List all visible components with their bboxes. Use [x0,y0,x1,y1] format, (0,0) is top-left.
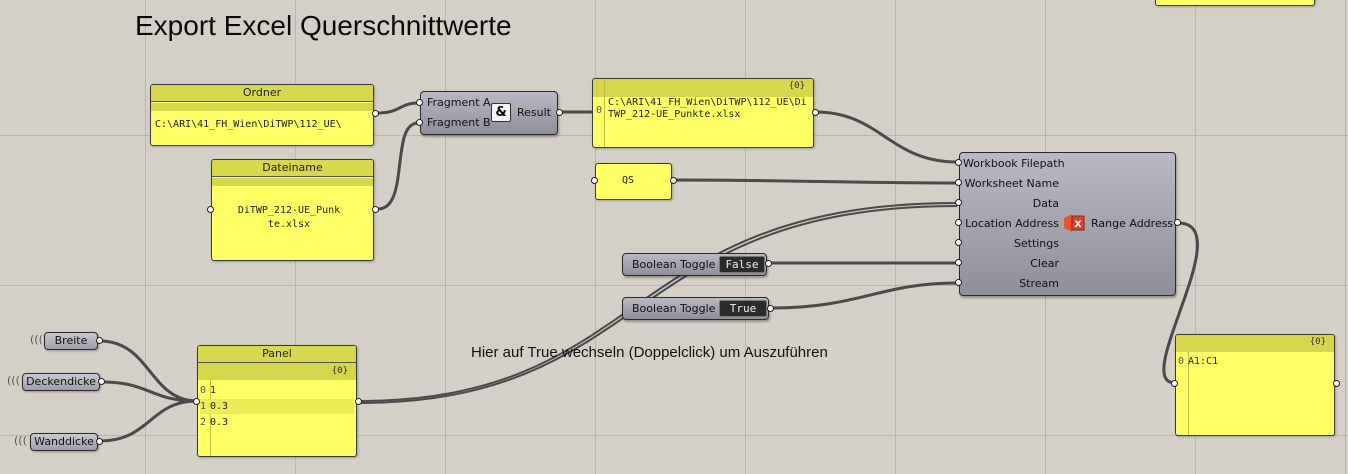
path-panel-value: C:\ARI\41_FH_Wien\DiTWP\112_UE\DiTWP_212… [608,97,807,120]
result-panel-output-grip[interactable] [1333,380,1340,387]
range-address-output-grip[interactable] [1174,219,1181,226]
path-output-grip[interactable] [812,109,819,116]
data-panel-count: {0} [331,366,348,376]
fragment-b-input-grip[interactable] [416,119,423,126]
input-settings[interactable]: Settings [1013,237,1059,250]
wire-qs-to-worksheet [673,178,958,185]
input-workbook-filepath[interactable]: Workbook Filepath [963,157,1065,170]
wire-breite-to-panel [99,339,198,403]
data-panel-input-grip[interactable] [193,398,200,405]
fragment-a-label: Fragment A [427,96,491,109]
param-deckendicke[interactable]: Deckendicke [22,373,100,391]
result-output-grip[interactable] [556,109,563,116]
dateiname-output-grip[interactable] [372,206,379,213]
input-worksheet-name[interactable]: Worksheet Name [964,177,1059,190]
path-panel[interactable]: {0} 0 C:\ARI\41_FH_Wien\DiTWP\112_UE\DiT… [592,78,814,148]
wanddicke-output-grip[interactable] [96,438,103,445]
canvas-note: Hier auf True wechseln (Doppelclick) um … [471,344,828,361]
param-deckendicke-label: Deckendicke [26,375,96,388]
wire-dateiname-to-fragment-b [377,121,419,211]
row-value: 1 [210,385,217,396]
excel-writer-component[interactable]: Workbook Filepath Worksheet Name Data Lo… [959,152,1176,296]
toggle-false-output-grip[interactable] [765,260,772,267]
wire-true-to-stream [770,281,958,310]
worksheet-name-grip[interactable] [955,179,962,186]
input-data[interactable]: Data [1032,197,1059,210]
wire-range-to-result [1162,221,1199,385]
fragment-a-input-grip[interactable] [416,99,423,106]
breite-signal-icon: ((( [30,333,43,346]
wire-ordner-to-fragment-a [377,101,419,115]
wire-wanddicke-to-panel [99,399,198,443]
svg-text:X: X [1075,220,1082,230]
dateiname-input-grip[interactable] [207,206,214,213]
result-panel-count: {0} [1309,337,1326,347]
path-panel-count: {0} [788,81,805,91]
deckendicke-output-grip[interactable] [98,378,105,385]
canvas-title: Export Excel Querschnittwerte [135,10,512,41]
dateiname-panel-value: DiTWP_212-UE_Punkte.xlsx [237,205,341,230]
qs-panel[interactable]: QS [595,163,672,200]
concatenate-component[interactable]: Fragment A Fragment B & Result [420,91,558,135]
ampersand-icon: & [491,103,511,122]
input-stream[interactable]: Stream [1019,277,1059,290]
panel-partial-top[interactable] [1155,0,1315,6]
ordner-panel-value: C:\ARI\41_FH_Wien\DiTWP\112_UE\ [155,119,342,130]
row-value: 0.3 [210,401,229,412]
excel-icon: X [1064,214,1086,232]
toggle-false-label: Boolean Toggle [632,258,716,271]
data-panel-header: Panel [198,346,356,363]
ordner-panel[interactable]: Ordner C:\ARI\41_FH_Wien\DiTWP\112_UE\ [150,84,374,146]
qs-output-grip[interactable] [670,177,677,184]
ordner-output-grip[interactable] [372,110,379,117]
input-location-address[interactable]: Location Address [965,217,1059,230]
result-row-index: 0 [1178,356,1185,367]
deckendicke-signal-icon: ((( [7,374,20,387]
breite-output-grip[interactable] [96,337,103,344]
param-wanddicke-label: Wanddicke [34,435,94,448]
ordner-panel-header: Ordner [151,85,373,102]
boolean-toggle-false[interactable]: Boolean Toggle False [622,253,767,276]
boolean-toggle-true[interactable]: Boolean Toggle True [622,297,769,320]
param-wanddicke[interactable]: Wanddicke [30,433,98,451]
settings-grip[interactable] [955,239,962,246]
location-address-grip[interactable] [955,219,962,226]
wanddicke-signal-icon: ((( [14,434,27,447]
stream-grip[interactable] [955,279,962,286]
result-row-value: A1:C1 [1188,356,1219,367]
row-value: 0.3 [210,417,229,428]
wire-deckendicke-to-panel [101,380,198,403]
toggle-true-value[interactable]: True [719,300,767,317]
result-panel-input-grip[interactable] [1171,380,1178,387]
row-index: 1 [200,401,207,412]
dateiname-panel-header: Dateiname [212,160,373,177]
workbook-filepath-grip[interactable] [955,159,962,166]
row-index: 2 [200,417,207,428]
path-panel-index: 0 [596,105,603,116]
result-label: Result [517,106,551,119]
data-panel-output-grip[interactable] [355,398,362,405]
param-breite-label: Breite [54,334,88,347]
qs-input-grip[interactable] [591,177,598,184]
clear-grip[interactable] [955,259,962,266]
toggle-true-output-grip[interactable] [767,305,774,312]
qs-panel-value: QS [622,175,635,186]
param-breite[interactable]: Breite [44,332,98,350]
wire-path-to-filepath [815,110,958,164]
row-index: 0 [200,385,207,396]
data-grip[interactable] [955,199,962,206]
toggle-false-value[interactable]: False [719,256,765,273]
dateiname-panel[interactable]: Dateiname DiTWP_212-UE_Punkte.xlsx [211,159,374,261]
output-range-address[interactable]: Range Address [1091,217,1174,230]
fragment-b-label: Fragment B [427,116,491,129]
input-clear[interactable]: Clear [1030,257,1059,270]
toggle-true-label: Boolean Toggle [632,302,716,315]
